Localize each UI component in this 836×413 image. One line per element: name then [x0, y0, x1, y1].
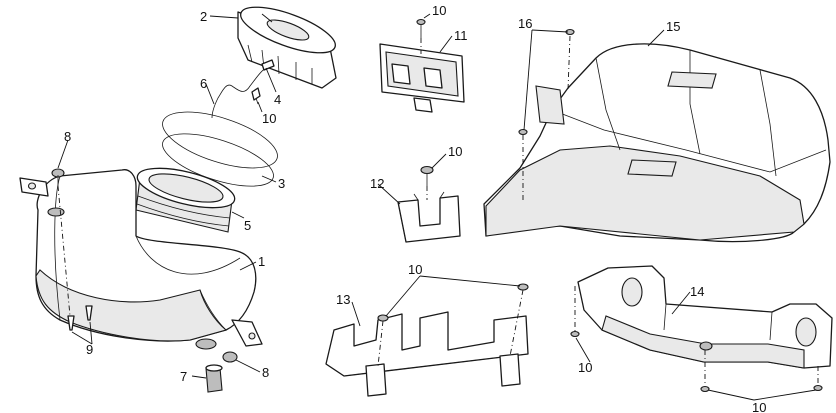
callout-10-clip: 10 [448, 144, 462, 159]
callout-3: 3 [278, 176, 285, 191]
callout-13: 13 [336, 292, 350, 307]
callout-4: 4 [274, 92, 281, 107]
part-10-screw-bracket [416, 18, 426, 38]
part-7-drain-valve [205, 364, 223, 393]
part-16-screws [518, 28, 575, 136]
callout-1: 1 [258, 254, 265, 269]
callout-10-plate: 10 [408, 262, 422, 277]
part-5-filler-neck-collar [135, 167, 236, 233]
part-14-lower-guard [577, 265, 833, 369]
part-10-screw-clip [420, 165, 434, 186]
part-10-screws-guard [570, 330, 823, 393]
callout-10-guard-bottom: 10 [752, 400, 766, 413]
callout-labels: 1 2 3 4 5 6 7 8 8 9 10 10 10 10 10 10 11… [64, 3, 766, 413]
callout-8-right: 8 [262, 365, 269, 380]
callout-9: 9 [86, 342, 93, 357]
part-11-bracket [379, 43, 465, 113]
part-15-rear-cover [483, 43, 831, 243]
callout-2: 2 [200, 9, 207, 24]
part-13-mounting-plate [325, 311, 529, 397]
part-8-bolt-right [222, 351, 238, 363]
callout-6: 6 [200, 76, 207, 91]
callout-7: 7 [180, 369, 187, 384]
leader-lines [57, 13, 819, 401]
callout-12: 12 [370, 176, 384, 191]
part-6-cap-tether [211, 63, 273, 119]
part-1-fuel-tank [19, 169, 263, 350]
part-10-screw-cap [251, 87, 261, 105]
callout-10-cap: 10 [262, 111, 276, 126]
callout-10-bracket: 10 [432, 3, 446, 18]
part-2-fuel-cap [237, 6, 337, 89]
callout-15: 15 [666, 19, 680, 34]
part-4-fastener [261, 59, 275, 71]
callout-5: 5 [244, 218, 251, 233]
callout-10-guard-left: 10 [578, 360, 592, 375]
callout-16: 16 [518, 16, 532, 31]
callout-14: 14 [690, 284, 704, 299]
part-3-seal-ring [162, 111, 278, 187]
part-12-clip [397, 191, 461, 243]
callout-8-left: 8 [64, 129, 71, 144]
part-8-bolt-left [51, 168, 65, 186]
callout-11: 11 [454, 28, 468, 43]
part-9-screws [67, 305, 93, 331]
